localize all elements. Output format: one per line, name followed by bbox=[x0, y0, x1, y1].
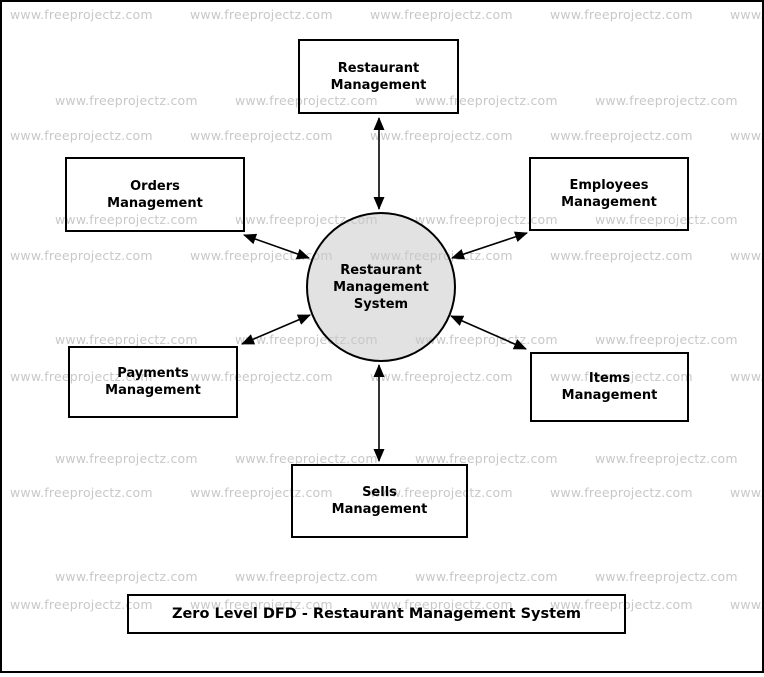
watermark-text: www.freeprojectz.com bbox=[190, 128, 333, 143]
watermark-text: www.freeprojectz.com bbox=[730, 7, 764, 22]
entity-orders-management: Orders Management bbox=[65, 157, 245, 232]
watermark-text: www.freeprojectz.com bbox=[595, 332, 738, 347]
watermark-text: www.freeprojectz.com bbox=[55, 93, 198, 108]
arrow-employees-center bbox=[451, 231, 528, 260]
entity-label: Payments Management bbox=[105, 366, 201, 398]
watermark-text: www.freeprojectz.com bbox=[730, 128, 764, 143]
watermark-text: www.freeprojectz.com bbox=[550, 7, 693, 22]
entity-label: Orders Management bbox=[107, 178, 203, 211]
watermark-text: www.freeprojectz.com bbox=[730, 248, 764, 263]
diagram-title-box: Zero Level DFD - Restaurant Management S… bbox=[127, 594, 626, 634]
entity-label: Sells Management bbox=[331, 485, 428, 517]
watermark-text: www.freeprojectz.com bbox=[595, 569, 738, 584]
watermark-text: www.freeprojectz.com bbox=[415, 569, 558, 584]
watermark-text: www.freeprojectz.com bbox=[55, 451, 198, 466]
center-process-circle: Restaurant Management System bbox=[306, 212, 456, 362]
watermark-text: www.freeprojectz.com bbox=[730, 485, 764, 500]
watermark-text: www.freeprojectz.com bbox=[550, 248, 693, 263]
watermark-text: www.freeprojectz.com bbox=[10, 128, 153, 143]
diagram-title: Zero Level DFD - Restaurant Management S… bbox=[171, 606, 582, 622]
entity-items-management: Items Management bbox=[530, 352, 689, 422]
watermark-text: www.freeprojectz.com bbox=[190, 7, 333, 22]
entity-label: Items Management bbox=[561, 371, 658, 403]
watermark-text: www.freeprojectz.com bbox=[730, 597, 764, 612]
entity-payments-management: Payments Management bbox=[68, 346, 238, 418]
watermark-text: www.freeprojectz.com bbox=[235, 569, 378, 584]
watermark-text: www.freeprojectz.com bbox=[550, 128, 693, 143]
watermark-text: www.freeprojectz.com bbox=[370, 369, 513, 384]
entity-restaurant-management: Restaurant Management bbox=[298, 39, 459, 114]
watermark-text: www.freeprojectz.com bbox=[370, 7, 513, 22]
entity-label: Restaurant Management bbox=[330, 60, 427, 93]
watermark-text: www.freeprojectz.com bbox=[10, 7, 153, 22]
center-process-label: Restaurant Management System bbox=[333, 262, 429, 312]
arrow-orders-center bbox=[243, 233, 310, 260]
watermark-text: www.freeprojectz.com bbox=[730, 369, 764, 384]
entity-sells-management: Sells Management bbox=[291, 464, 468, 538]
watermark-text: www.freeprojectz.com bbox=[595, 93, 738, 108]
watermark-text: www.freeprojectz.com bbox=[10, 485, 153, 500]
entity-employees-management: Employees Management bbox=[529, 157, 689, 231]
watermark-text: www.freeprojectz.com bbox=[55, 569, 198, 584]
arrow-payments-center bbox=[241, 314, 311, 345]
watermark-text: www.freeprojectz.com bbox=[55, 332, 198, 347]
watermark-text: www.freeprojectz.com bbox=[550, 485, 693, 500]
watermark-text: www.freeprojectz.com bbox=[595, 451, 738, 466]
entity-label: Employees Management bbox=[561, 178, 657, 210]
arrow-items-center bbox=[450, 315, 527, 350]
watermark-text: www.freeprojectz.com bbox=[10, 248, 153, 263]
watermark-text: www.freeprojectz.com bbox=[370, 128, 513, 143]
